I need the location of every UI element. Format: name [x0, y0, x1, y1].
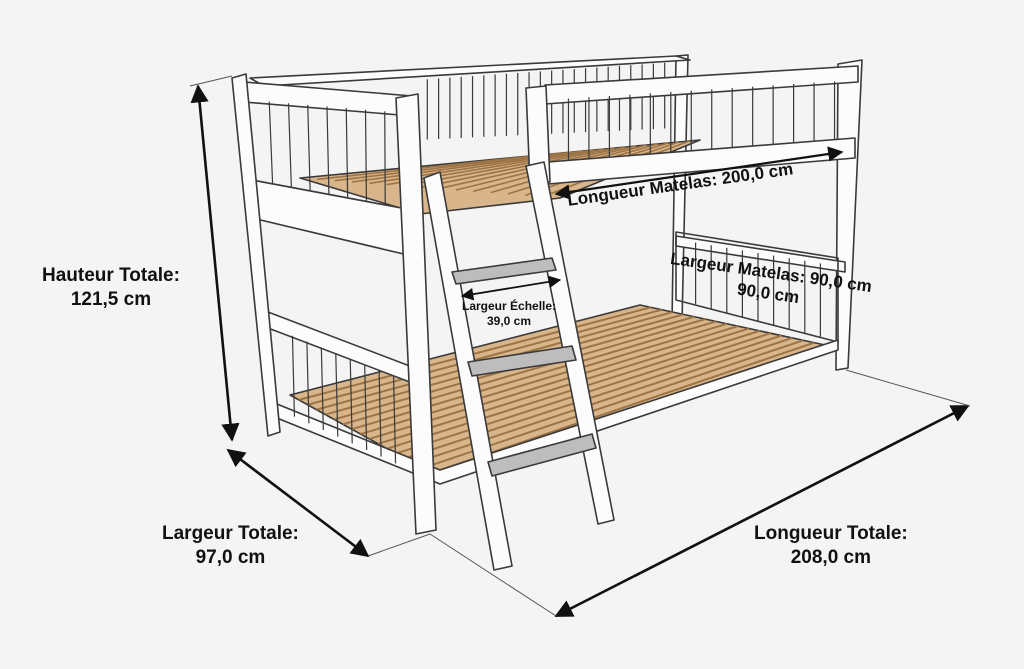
ladder-step-1 [451, 257, 557, 285]
head-lower-spindle [392, 376, 397, 464]
head-upper-spindle [384, 111, 386, 211]
ladder-width-arrow [460, 275, 562, 301]
lower-slat [298, 306, 652, 401]
head-lower-spindle [320, 347, 324, 431]
head-lower-rail [267, 311, 416, 385]
foot-lower-spindles [694, 242, 822, 338]
head-lower-spindle [364, 364, 368, 451]
head-lower-spindle [335, 353, 339, 437]
head-upper-spindle [307, 104, 311, 196]
back-right-post [835, 59, 863, 371]
front-right-mid-post [525, 85, 551, 185]
ladder-width-value: 39,0 cm [486, 314, 532, 328]
total-length-value: 208,0 cm [790, 546, 872, 568]
head-upper-spindle [326, 106, 330, 200]
total-height-title: Hauteur Totale: [42, 265, 180, 286]
ladder-step-2 [467, 345, 577, 377]
total-width-label: Largeur Totale: 97,0 cm [162, 522, 299, 570]
lower-slat [404, 334, 782, 460]
head-upper-spindle [287, 103, 293, 192]
head-lower-spindle [349, 358, 353, 444]
front-upper-spindles [567, 81, 836, 163]
head-upper-spindle [268, 101, 274, 188]
lower-slat [342, 318, 706, 426]
head-upper-spindles [268, 101, 386, 211]
head-upper-spindle [345, 108, 349, 203]
total-height-label: Hauteur Totale: 121,5 cm [42, 264, 180, 312]
length-arrow [554, 404, 970, 618]
total-width-value: 97,0 cm [195, 546, 266, 568]
head-lower-spindles [291, 335, 397, 464]
lower-slat [377, 327, 750, 445]
ladder-width-label: Largeur Échelle: 39,0 cm [462, 299, 556, 329]
head-lower-spindle [291, 335, 296, 417]
head-upper-spindle [364, 109, 368, 207]
width-arrow [226, 448, 370, 558]
extension-lines [189, 75, 971, 617]
head-lower-spindle [306, 341, 310, 424]
bunk-bed-illustration [231, 54, 863, 571]
lower-slat [307, 308, 663, 406]
front-upper-rail [544, 65, 859, 105]
height-arrow [190, 84, 240, 442]
total-length-label: Longueur Totale: 208,0 cm [754, 522, 908, 570]
mattress-length-arrow [554, 146, 844, 200]
total-height-value: 121,5 cm [70, 288, 152, 310]
front-left-post [231, 73, 281, 437]
total-width-title: Largeur Totale: [162, 523, 299, 544]
dimension-lines [190, 84, 970, 618]
upper-slat [317, 153, 551, 181]
total-length-title: Longueur Totale: [754, 523, 908, 544]
ladder-width-title: Largeur Échelle: [462, 299, 557, 313]
head-lower-spindle [378, 370, 382, 457]
upper-slat [334, 152, 562, 182]
front-center-post [395, 93, 437, 535]
